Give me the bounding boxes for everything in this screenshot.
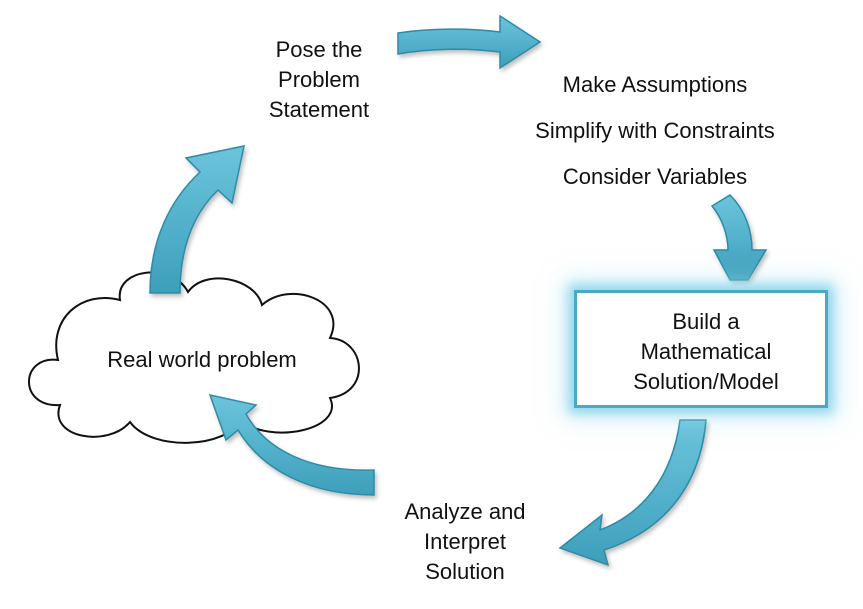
- pose-line-1: Pose the: [275, 37, 363, 62]
- model-line-2: Mathematical: [640, 339, 772, 364]
- assumptions-line-1: Make Assumptions: [562, 72, 748, 97]
- arrow-real-world-to-pose: [149, 145, 245, 294]
- pose-problem-label: Pose the Problem Statement: [244, 35, 394, 125]
- assumptions-line-2: Simplify with Constraints: [535, 118, 775, 143]
- model-line-3: Solution/Model: [633, 369, 779, 394]
- arrow-assumptions-to-model: [710, 194, 768, 281]
- model-line-1: Build a: [672, 309, 740, 334]
- cloud-shape: [28, 271, 360, 444]
- arrow-model-to-analyze: [558, 419, 707, 567]
- assumptions-label: Make Assumptions Simplify with Constrain…: [500, 62, 810, 200]
- pose-line-3: Statement: [268, 97, 370, 122]
- assumptions-line-3: Consider Variables: [562, 164, 748, 189]
- arrow-pose-to-assumptions: [397, 14, 542, 70]
- analyze-label: Analyze and Interpret Solution: [380, 497, 550, 587]
- analyze-line-2: Interpret: [424, 529, 506, 554]
- model-box: [574, 290, 828, 408]
- arrow-analyze-to-real-world: [208, 393, 375, 496]
- analyze-line-1: Analyze and: [404, 499, 526, 524]
- pose-line-2: Problem: [278, 67, 360, 92]
- analyze-line-3: Solution: [425, 559, 505, 584]
- real-world-problem-label: Real world problem: [107, 347, 297, 372]
- model-label: Build a Mathematical Solution/Model: [586, 307, 826, 397]
